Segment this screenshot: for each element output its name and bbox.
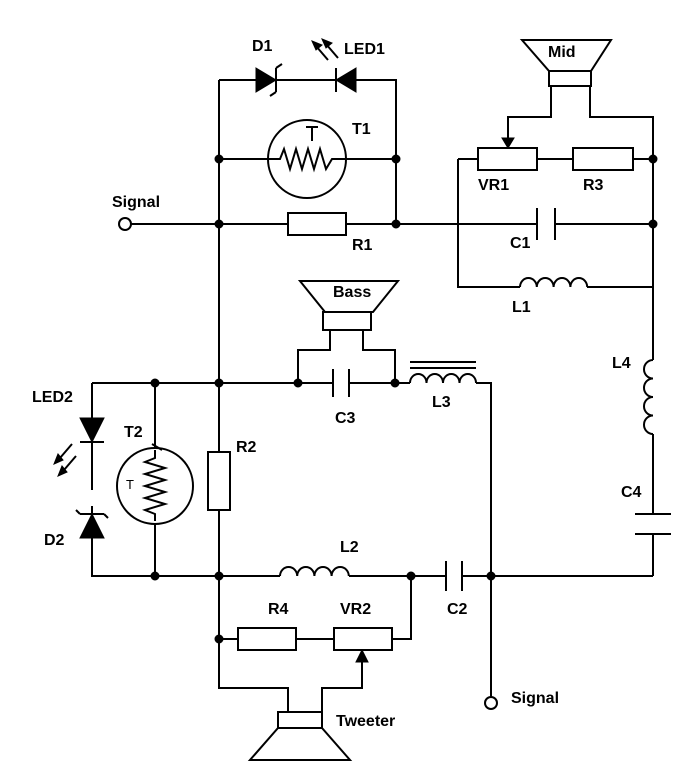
led-led2 <box>53 417 105 490</box>
capacitor-c1 <box>536 208 556 240</box>
label-c4: C4 <box>621 484 642 501</box>
label-led2: LED2 <box>32 389 73 406</box>
speaker-mid <box>519 39 613 87</box>
label-tweeter: Tweeter <box>336 713 395 730</box>
thermistor-t2-mark: T <box>126 477 134 492</box>
junction-dots <box>150 154 658 644</box>
label-signal-output: Signal <box>511 690 559 707</box>
diode-d2 <box>75 509 109 539</box>
resistor-r4 <box>237 627 297 651</box>
capacitor-c3 <box>332 369 350 397</box>
label-t1: T1 <box>352 121 371 138</box>
resistor-r1 <box>287 212 347 236</box>
label-l4: L4 <box>612 355 631 372</box>
label-signal-input: Signal <box>112 194 160 211</box>
label-r2: R2 <box>236 439 257 456</box>
label-c1: C1 <box>510 235 531 252</box>
label-l3: L3 <box>432 394 451 411</box>
label-c2: C2 <box>447 601 468 618</box>
inductor-l1 <box>519 277 589 288</box>
speaker-tweeter <box>247 711 353 761</box>
resistor-r3 <box>572 147 634 171</box>
diode-d1 <box>255 63 283 97</box>
label-r1: R1 <box>352 237 373 254</box>
label-led1: LED1 <box>344 41 385 58</box>
wires <box>91 79 654 712</box>
label-t2: T2 <box>124 424 143 441</box>
inductor-l2 <box>279 566 350 577</box>
inductor-l4 <box>643 359 654 435</box>
capacitor-c2 <box>445 561 463 591</box>
speaker-bass <box>297 280 401 331</box>
label-mid: Mid <box>548 44 576 61</box>
label-l1: L1 <box>512 299 531 316</box>
led-led1 <box>311 38 357 93</box>
potentiometer-vr2 <box>333 627 393 663</box>
label-vr2: VR2 <box>340 601 371 618</box>
label-bass: Bass <box>333 284 371 301</box>
thermistor-t2 <box>116 443 194 525</box>
inductor-l3 <box>409 361 477 384</box>
label-d1: D1 <box>252 38 273 55</box>
label-vr1: VR1 <box>478 177 509 194</box>
resistor-r2 <box>207 451 231 511</box>
label-d2: D2 <box>44 532 65 549</box>
label-l2: L2 <box>340 539 359 556</box>
signal-input-terminal <box>118 217 132 231</box>
capacitor-c4 <box>635 513 671 535</box>
label-r3: R3 <box>583 177 604 194</box>
thermistor-t1 <box>267 119 347 199</box>
signal-output-terminal <box>484 696 498 710</box>
potentiometer-vr1 <box>477 137 538 171</box>
label-c3: C3 <box>335 410 356 427</box>
label-r4: R4 <box>268 601 289 618</box>
